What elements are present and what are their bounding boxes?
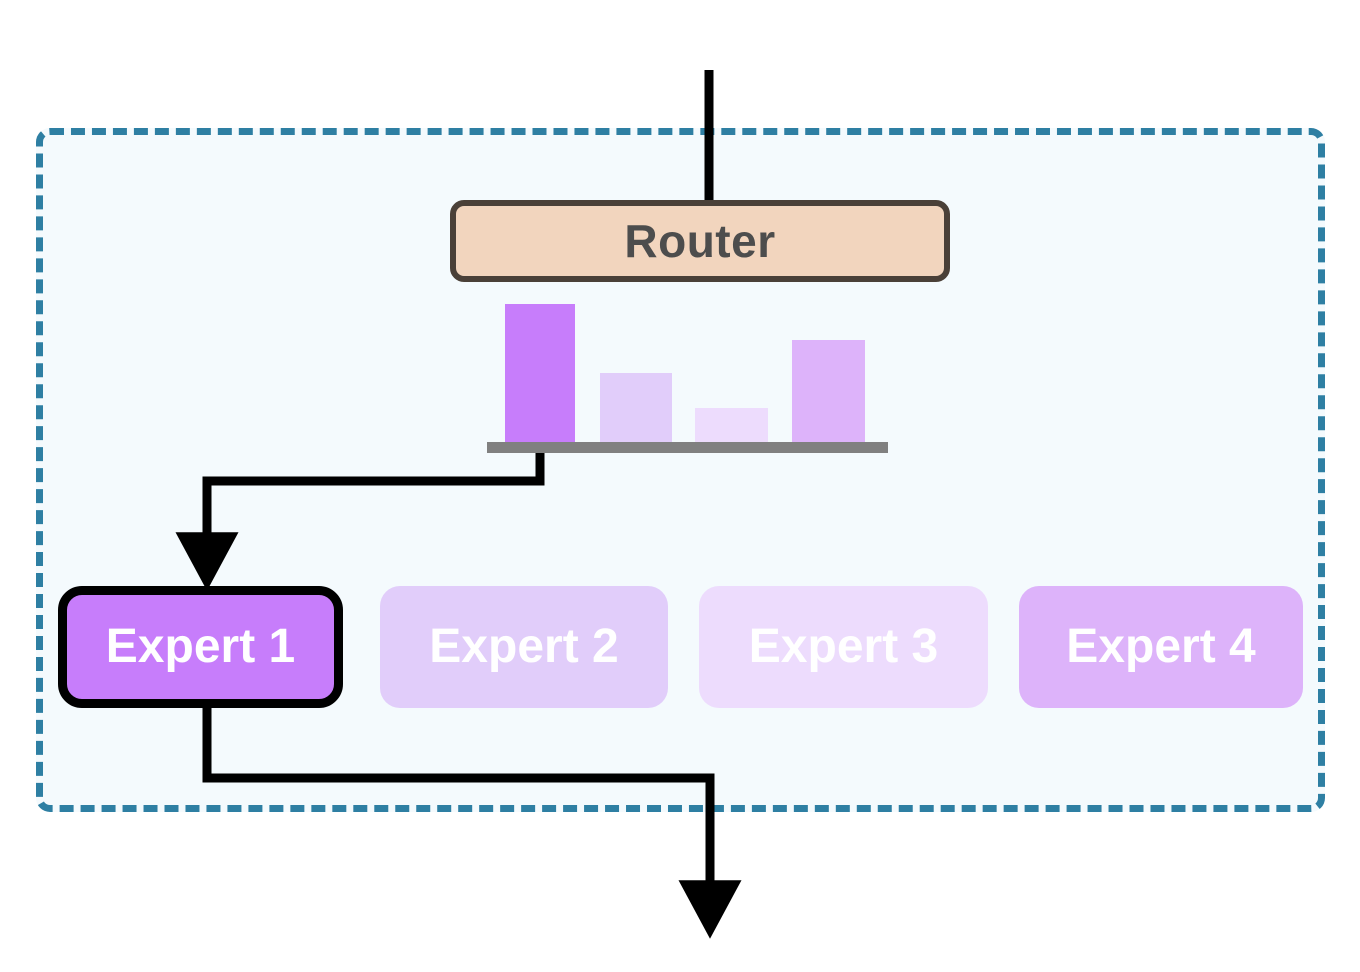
arrow-router-to-expert-1 bbox=[175, 452, 545, 591]
router-box[interactable]: Router bbox=[450, 200, 950, 282]
experts-row: Expert 1 Expert 2 Expert 3 Expert 4 bbox=[58, 586, 1303, 708]
router-label: Router bbox=[624, 215, 776, 267]
expert-box-3[interactable]: Expert 3 bbox=[699, 586, 988, 708]
chart-bar-expert-4 bbox=[792, 340, 865, 450]
router-probability-chart bbox=[487, 295, 888, 453]
chart-bar-expert-2 bbox=[600, 373, 672, 450]
expert-label-1: Expert 1 bbox=[105, 620, 296, 673]
arrow-expert-1-to-output bbox=[202, 706, 742, 939]
expert-label-2: Expert 2 bbox=[429, 620, 619, 673]
chart-baseline bbox=[487, 442, 888, 453]
chart-bar-expert-1 bbox=[505, 304, 575, 450]
expert-box-2[interactable]: Expert 2 bbox=[380, 586, 668, 708]
expert-label-4: Expert 4 bbox=[1066, 620, 1256, 673]
expert-label-3: Expert 3 bbox=[748, 620, 939, 673]
expert-box-1[interactable]: Expert 1 bbox=[58, 586, 343, 708]
expert-box-4[interactable]: Expert 4 bbox=[1019, 586, 1303, 708]
